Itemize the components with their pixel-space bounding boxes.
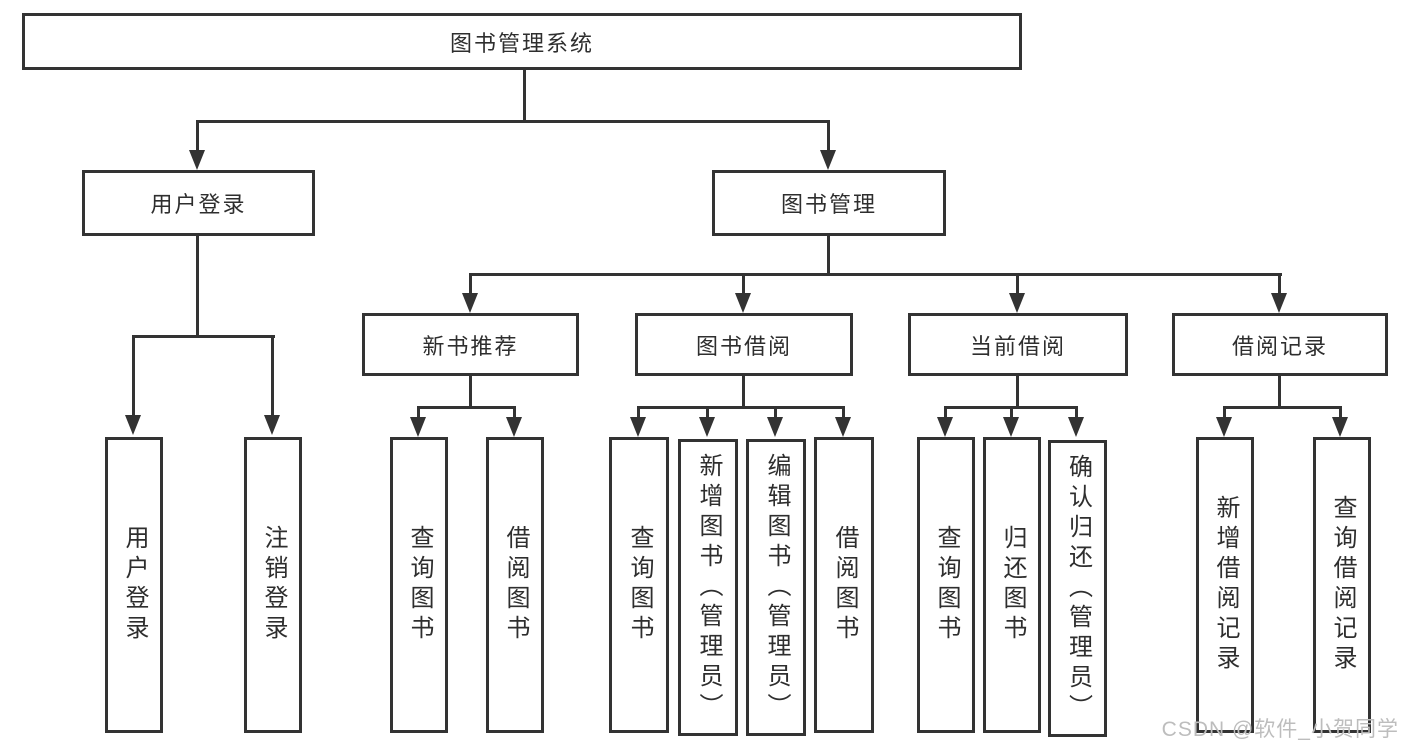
leaf-label: 确认归还（管理员）: [1064, 453, 1092, 724]
leaf-borrowing-query-books: 查询图书: [609, 437, 669, 733]
node-label: 图书管理系统: [449, 30, 594, 56]
leaf-label: 查询图书: [933, 525, 960, 645]
connector-line: [742, 376, 745, 408]
arrow-down-icon: [835, 417, 851, 437]
connector-line: [1010, 406, 1013, 419]
node-label: 借阅记录: [1231, 333, 1328, 359]
arrow-down-icon: [462, 293, 478, 313]
leaf-recommend-query-books: 查询图书: [390, 437, 448, 733]
leaf-records-add-borrow-record: 新增借阅记录: [1196, 437, 1254, 733]
leaf-label: 归还图书: [999, 525, 1026, 645]
node-borrowing-records: 借阅记录: [1172, 313, 1388, 376]
node-library-management-system: 图书管理系统: [22, 13, 1022, 70]
node-label: 用户登录: [150, 192, 247, 217]
leaf-records-query-borrow-record: 查询借阅记录: [1313, 437, 1371, 733]
connector-line: [774, 406, 777, 419]
connector-line: [1075, 406, 1078, 419]
connector-line: [1278, 273, 1281, 295]
leaf-current-return-books: 归还图书: [983, 437, 1041, 733]
csdn-watermark: CSDN @软件_小贺同学: [1161, 718, 1399, 741]
connector-line: [827, 120, 830, 152]
connector-line: [842, 406, 845, 419]
connector-line: [196, 236, 199, 337]
node-label: 新书推荐: [422, 333, 519, 359]
connector-line: [197, 120, 830, 123]
arrow-down-icon: [820, 150, 836, 170]
connector-line: [742, 273, 745, 295]
arrow-down-icon: [630, 417, 646, 437]
connector-line: [1223, 406, 1226, 419]
leaf-label: 用户登录: [121, 525, 148, 645]
arrow-down-icon: [1009, 293, 1025, 313]
arrow-down-icon: [1332, 417, 1348, 437]
connector-line: [469, 273, 472, 295]
node-current-borrowing: 当前借阅: [908, 313, 1128, 376]
leaf-recommend-borrow-books: 借阅图书: [486, 437, 544, 733]
connector-line: [469, 376, 472, 408]
arrow-down-icon: [1068, 417, 1084, 437]
arrow-down-icon: [937, 417, 953, 437]
connector-line: [417, 406, 516, 409]
arrow-down-icon: [189, 150, 205, 170]
node-book-management: 图书管理: [712, 170, 946, 236]
node-new-book-recommend: 新书推荐: [362, 313, 579, 376]
node-label: 图书借阅: [695, 333, 792, 359]
leaf-user-login: 用户登录: [105, 437, 163, 733]
leaf-label: 查询图书: [626, 525, 653, 645]
connector-line: [637, 406, 845, 409]
connector-line: [417, 406, 420, 419]
connector-line: [470, 273, 1282, 276]
leaf-label: 新增图书（管理员）: [695, 452, 722, 723]
leaf-label: 查询图书: [406, 525, 433, 645]
leaf-label: 新增借阅记录: [1212, 495, 1239, 675]
leaf-current-confirm-return-admin: 确认归还（管理员）: [1048, 440, 1107, 737]
arrow-down-icon: [410, 417, 426, 437]
arrow-down-icon: [1271, 293, 1287, 313]
node-book-borrowing: 图书借阅: [635, 313, 853, 376]
leaf-label: 注销登录: [260, 525, 287, 645]
leaf-borrowing-borrow-books: 借阅图书: [814, 437, 874, 733]
node-label: 图书管理: [780, 192, 877, 217]
connector-line: [1278, 376, 1281, 408]
connector-line: [1339, 406, 1342, 419]
connector-line: [827, 236, 830, 275]
connector-line: [196, 120, 199, 152]
leaf-label: 编辑图书（管理员）: [763, 452, 790, 723]
connector-line: [513, 406, 516, 419]
connector-line: [132, 335, 135, 416]
connector-line: [1223, 406, 1342, 409]
node-label: 当前借阅: [969, 333, 1066, 359]
connector-line: [1016, 376, 1019, 408]
connector-line: [271, 335, 274, 416]
arrow-down-icon: [1216, 417, 1232, 437]
node-user-login: 用户登录: [82, 170, 315, 236]
arrow-down-icon: [506, 417, 522, 437]
connector-line: [637, 406, 640, 419]
connector-line: [706, 406, 709, 419]
leaf-current-query-books: 查询图书: [917, 437, 975, 733]
arrow-down-icon: [699, 417, 715, 437]
leaf-borrowing-add-books-admin: 新增图书（管理员）: [678, 439, 738, 736]
arrow-down-icon: [735, 293, 751, 313]
connector-line: [944, 406, 947, 419]
arrow-down-icon: [767, 417, 783, 437]
connector-line: [1016, 273, 1019, 295]
leaf-logout: 注销登录: [244, 437, 302, 733]
connector-line: [133, 335, 275, 338]
leaf-borrowing-edit-books-admin: 编辑图书（管理员）: [746, 439, 806, 736]
arrow-down-icon: [264, 415, 280, 435]
leaf-label: 借阅图书: [831, 525, 858, 645]
leaf-label: 借阅图书: [502, 525, 529, 645]
arrow-down-icon: [1003, 417, 1019, 437]
leaf-label: 查询借阅记录: [1329, 495, 1356, 675]
arrow-down-icon: [125, 415, 141, 435]
connector-line: [523, 70, 526, 120]
